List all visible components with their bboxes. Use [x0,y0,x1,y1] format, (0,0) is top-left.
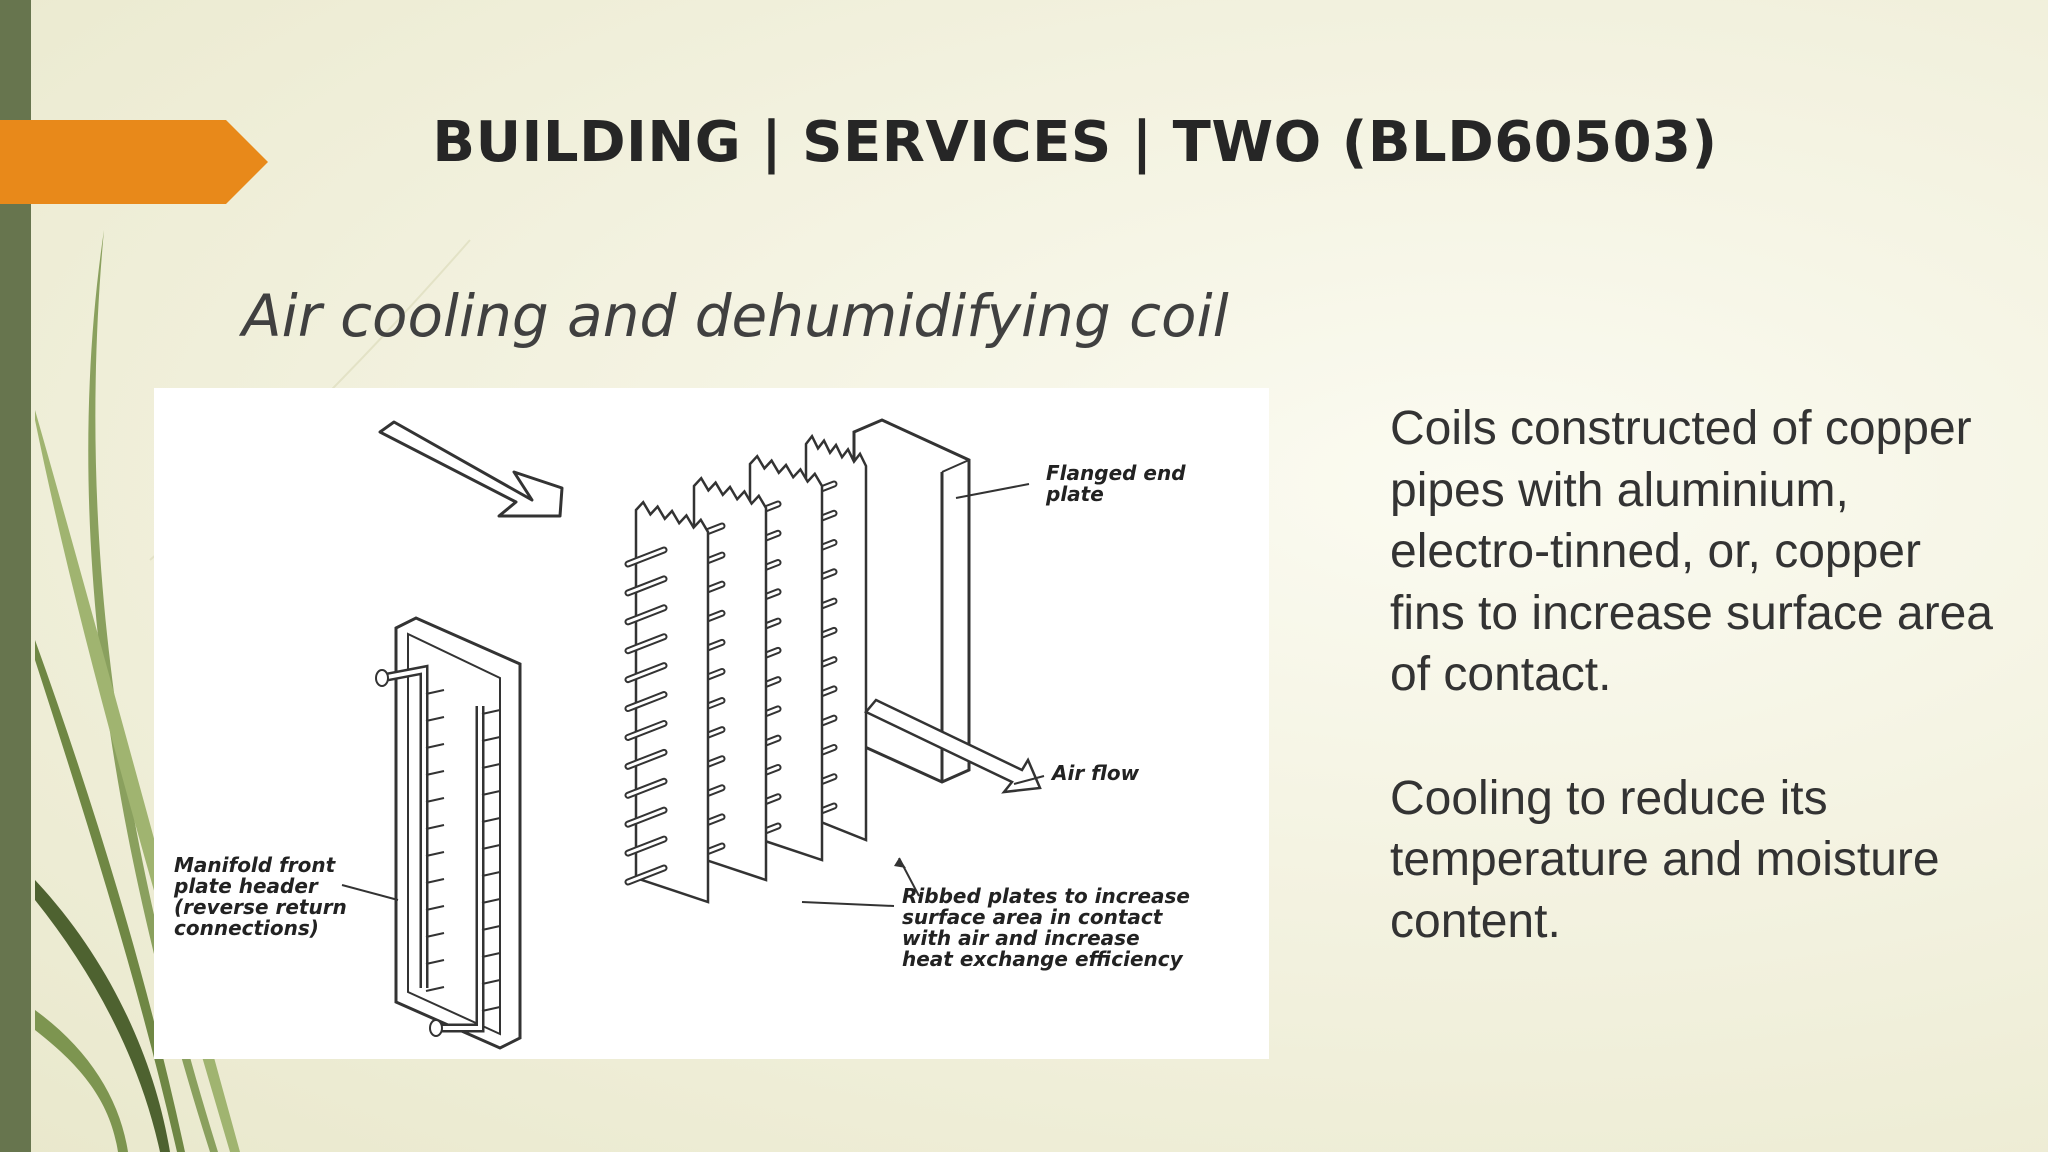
label-flanged-end-plate: Flanged end plate [1045,461,1193,506]
coil-diagram: Flanged end plate Air flow Manifold fron… [154,388,1269,1059]
ribbed-fin-plates [624,433,868,904]
label-ribbed-plates: Ribbed plates to increase surface area i… [902,884,1197,971]
air-flow-arrow [864,698,1042,794]
slide-subtitle: Air cooling and dehumidifying coil [242,282,1229,350]
incoming-air-arrow [378,420,564,518]
flanged-end-plate [852,418,971,784]
body-text: Coils constructed of copper pipes with a… [1390,398,2000,1014]
paragraph-coils: Coils constructed of copper pipes with a… [1390,402,1993,701]
manifold-front-plate-header [375,616,522,1050]
label-manifold: Manifold front plate header (reverse ret… [173,853,354,940]
paragraph-cooling: Cooling to reduce its temperature and mo… [1390,771,1940,948]
title-accent-arrow [0,120,268,204]
slide-title: BUILDING | SERVICES | TWO (BLD60503) [432,110,1718,175]
label-air-flow: Air flow [1050,761,1140,785]
